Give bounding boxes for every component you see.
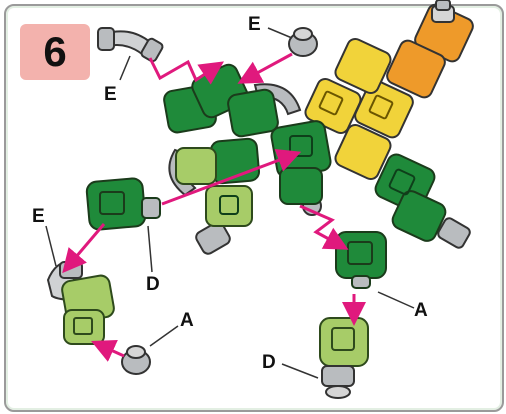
grey-cap-bottom-left bbox=[121, 345, 151, 375]
step-number: 6 bbox=[43, 28, 67, 75]
step-number-badge: 6 bbox=[20, 24, 90, 80]
label-d-bottom: D bbox=[262, 352, 276, 373]
callout-leaders bbox=[45, 27, 415, 379]
label-e-top-left: E bbox=[104, 84, 117, 105]
grey-cap-top-right bbox=[288, 27, 318, 57]
label-d-middle: D bbox=[146, 274, 160, 295]
assembly-arrows bbox=[62, 52, 366, 362]
label-e-top-right: E bbox=[248, 14, 261, 35]
label-a-right: A bbox=[414, 300, 428, 321]
yellow-orange-column bbox=[304, 0, 474, 181]
light-green-body bbox=[175, 147, 253, 227]
dark-green-cube-right bbox=[335, 231, 387, 289]
grey-elbow-piece-top bbox=[97, 27, 164, 63]
label-a-bottom-left: A bbox=[180, 310, 194, 331]
light-green-cube-bottom bbox=[319, 317, 369, 399]
light-green-arm-left bbox=[46, 260, 115, 345]
label-e-left: E bbox=[32, 206, 45, 227]
dark-green-cube-left bbox=[85, 177, 161, 231]
